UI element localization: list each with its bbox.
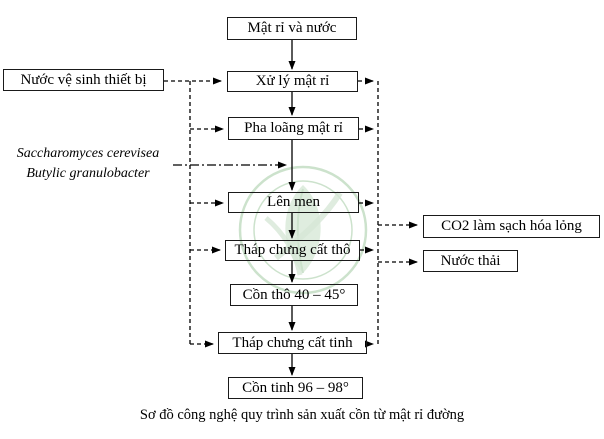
node-co2-output: CO2 làm sạch hóa lỏng	[423, 215, 600, 238]
microbe-strains-label: Saccharomyces cerevisea Butylic granulob…	[2, 144, 174, 185]
node-fine-alcohol: Cồn tinh 96 – 98°	[228, 377, 363, 399]
node-crude-alcohol: Cồn thô 40 – 45°	[230, 284, 358, 306]
microbe-strain-1: Saccharomyces cerevisea	[16, 146, 160, 161]
node-treat-molasses: Xử lý mật rỉ	[227, 71, 358, 92]
node-wastewater-output: Nước thải	[423, 250, 518, 272]
node-rectifying-column: Tháp chưng cất tinh	[218, 332, 367, 354]
figure-caption: Sơ đồ công nghệ quy trình sản xuất cồn t…	[139, 407, 465, 423]
node-molasses-and-water: Mật rỉ và nước	[227, 17, 357, 40]
node-cleaning-water: Nước vệ sinh thiết bị	[3, 69, 164, 91]
microbe-strain-2: Butylic granulobacter	[26, 166, 150, 182]
node-crude-distillation: Tháp chưng cất thô	[225, 240, 360, 261]
node-fermentation: Lên men	[228, 192, 359, 213]
node-dilute-molasses: Pha loãng mật rỉ	[228, 117, 359, 140]
university-logo-watermark	[238, 165, 368, 295]
